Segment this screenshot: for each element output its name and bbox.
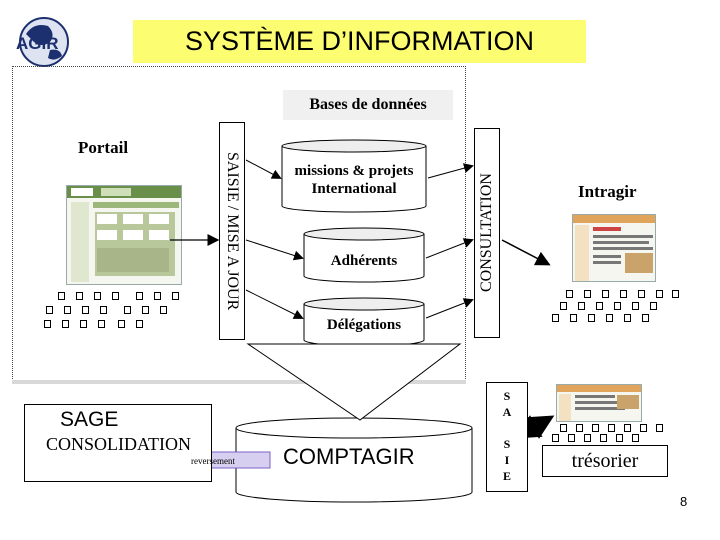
reversement-label: reversement bbox=[191, 456, 235, 466]
saisie-bar: SAISIE / MISE A JOUR bbox=[219, 122, 245, 340]
sage-title: SAGE bbox=[60, 408, 119, 431]
consultation-arrow bbox=[501, 239, 551, 266]
sasie-letter-2: A bbox=[502, 405, 512, 419]
page-title: SYSTÈME D’INFORMATION bbox=[184, 26, 534, 56]
page-number: 8 bbox=[680, 494, 688, 509]
globe-icon bbox=[19, 17, 69, 67]
tresorier-label: trésorier bbox=[542, 445, 668, 477]
db-missions-label: missions & projets International bbox=[294, 163, 414, 197]
tresorier-screen bbox=[556, 384, 642, 422]
consultation-label: CONSULTATION bbox=[478, 173, 495, 293]
consultation-bar: CONSULTATION bbox=[474, 128, 500, 338]
sasie-box: S A S I E bbox=[486, 382, 528, 492]
comptagir-label: COMPTAGIR bbox=[283, 444, 415, 469]
frame-shadow bbox=[12, 380, 466, 384]
sasie-letter-1: S bbox=[503, 389, 511, 403]
agir-logo bbox=[4, 12, 84, 72]
sage-subtitle: CONSOLIDATION bbox=[46, 434, 191, 454]
portail-screen bbox=[66, 185, 182, 285]
intragir-label: Intragir bbox=[578, 182, 637, 201]
intragir-screen bbox=[572, 214, 656, 282]
sasie-letter-3: S bbox=[503, 437, 511, 451]
saisie-label: SAISIE / MISE A JOUR bbox=[224, 151, 241, 311]
sasie-letter-4: I bbox=[504, 453, 510, 467]
bases-header: Bases de données bbox=[283, 90, 453, 120]
db-delegations-label: Délégations bbox=[326, 317, 402, 333]
sasie-letter-5: E bbox=[502, 469, 511, 483]
logo-text: AGIR bbox=[16, 34, 59, 53]
title-banner: SYSTÈME D’INFORMATION bbox=[133, 20, 586, 63]
sage-box bbox=[24, 404, 212, 482]
portail-label: Portail bbox=[78, 138, 129, 157]
db-adherents-label: Adhérents bbox=[330, 253, 398, 269]
